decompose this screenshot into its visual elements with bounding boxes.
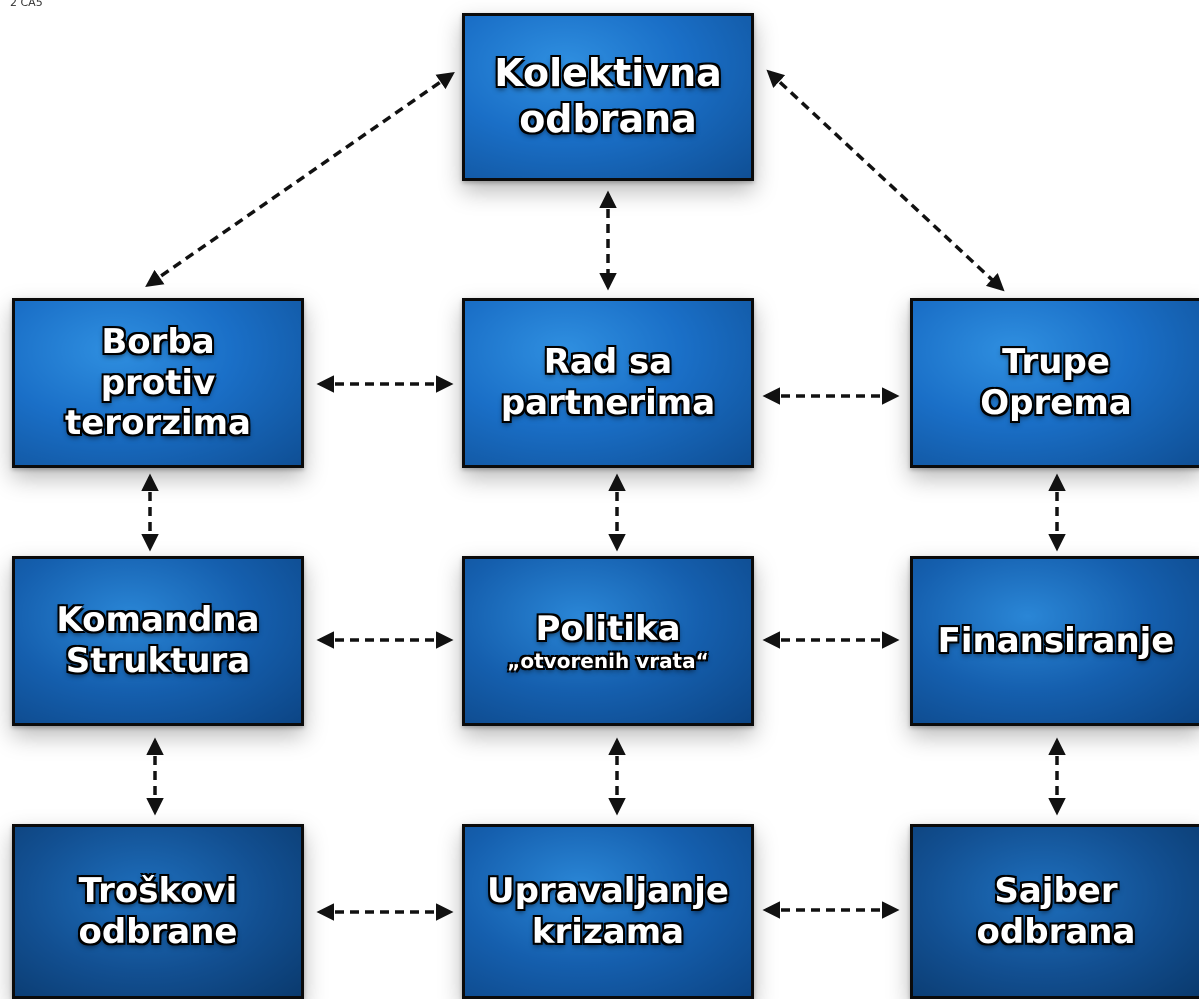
node-label-line: Kolektivna: [494, 51, 722, 96]
node-label-line: Komandna: [56, 600, 260, 641]
node-label-line: Troškovi: [78, 870, 238, 911]
node-upravaljanje-krizama: Upravaljanje krizama: [462, 824, 754, 999]
node-borba-protiv-terorizma: Borba protiv terorzima: [12, 298, 304, 468]
node-sajber-odbrana: Sajber odbrana: [910, 824, 1199, 999]
node-label-line: Borba: [101, 321, 215, 362]
node-label-line: Finansiranje: [937, 620, 1175, 661]
corner-label: 2 CA5: [10, 0, 43, 9]
node-label-line: odbrana: [976, 911, 1136, 952]
node-troskovi-odbrane: Troškovi odbrane: [12, 824, 304, 999]
node-label-line: Upravaljanje: [487, 870, 729, 911]
node-label-line: Politika: [535, 608, 681, 649]
node-trupe-oprema: Trupe Oprema: [910, 298, 1199, 468]
node-politika-otvorenih-vrata: Politika „otvorenih vrata“: [462, 556, 754, 726]
node-label-line: terorzima: [64, 403, 252, 444]
node-label-line: odbrane: [78, 911, 238, 952]
node-komandna-struktura: Komandna Struktura: [12, 556, 304, 726]
node-rad-sa-partnerima: Rad sa partnerima: [462, 298, 754, 468]
node-label-line: Sajber: [994, 870, 1118, 911]
node-label-line: Struktura: [65, 641, 251, 681]
node-label-line: krizama: [531, 911, 685, 952]
arrow-kolektivna-borba: [145, 72, 455, 287]
node-label-line: protiv: [100, 362, 216, 403]
node-label-line: Oprema: [980, 383, 1132, 423]
node-finansiranje: Finansiranje: [910, 556, 1199, 726]
node-label-line: „otvorenih vrata“: [507, 649, 709, 674]
node-label-line: odbrana: [519, 97, 697, 141]
node-label-line: partnerima: [500, 383, 716, 423]
node-label-line: Rad sa: [543, 342, 673, 383]
arrow-kolektivna-trupe: [766, 69, 1005, 292]
node-kolektivna-odbrana: Kolektivna odbrana: [462, 13, 754, 181]
node-label-line: Trupe: [1002, 342, 1110, 383]
